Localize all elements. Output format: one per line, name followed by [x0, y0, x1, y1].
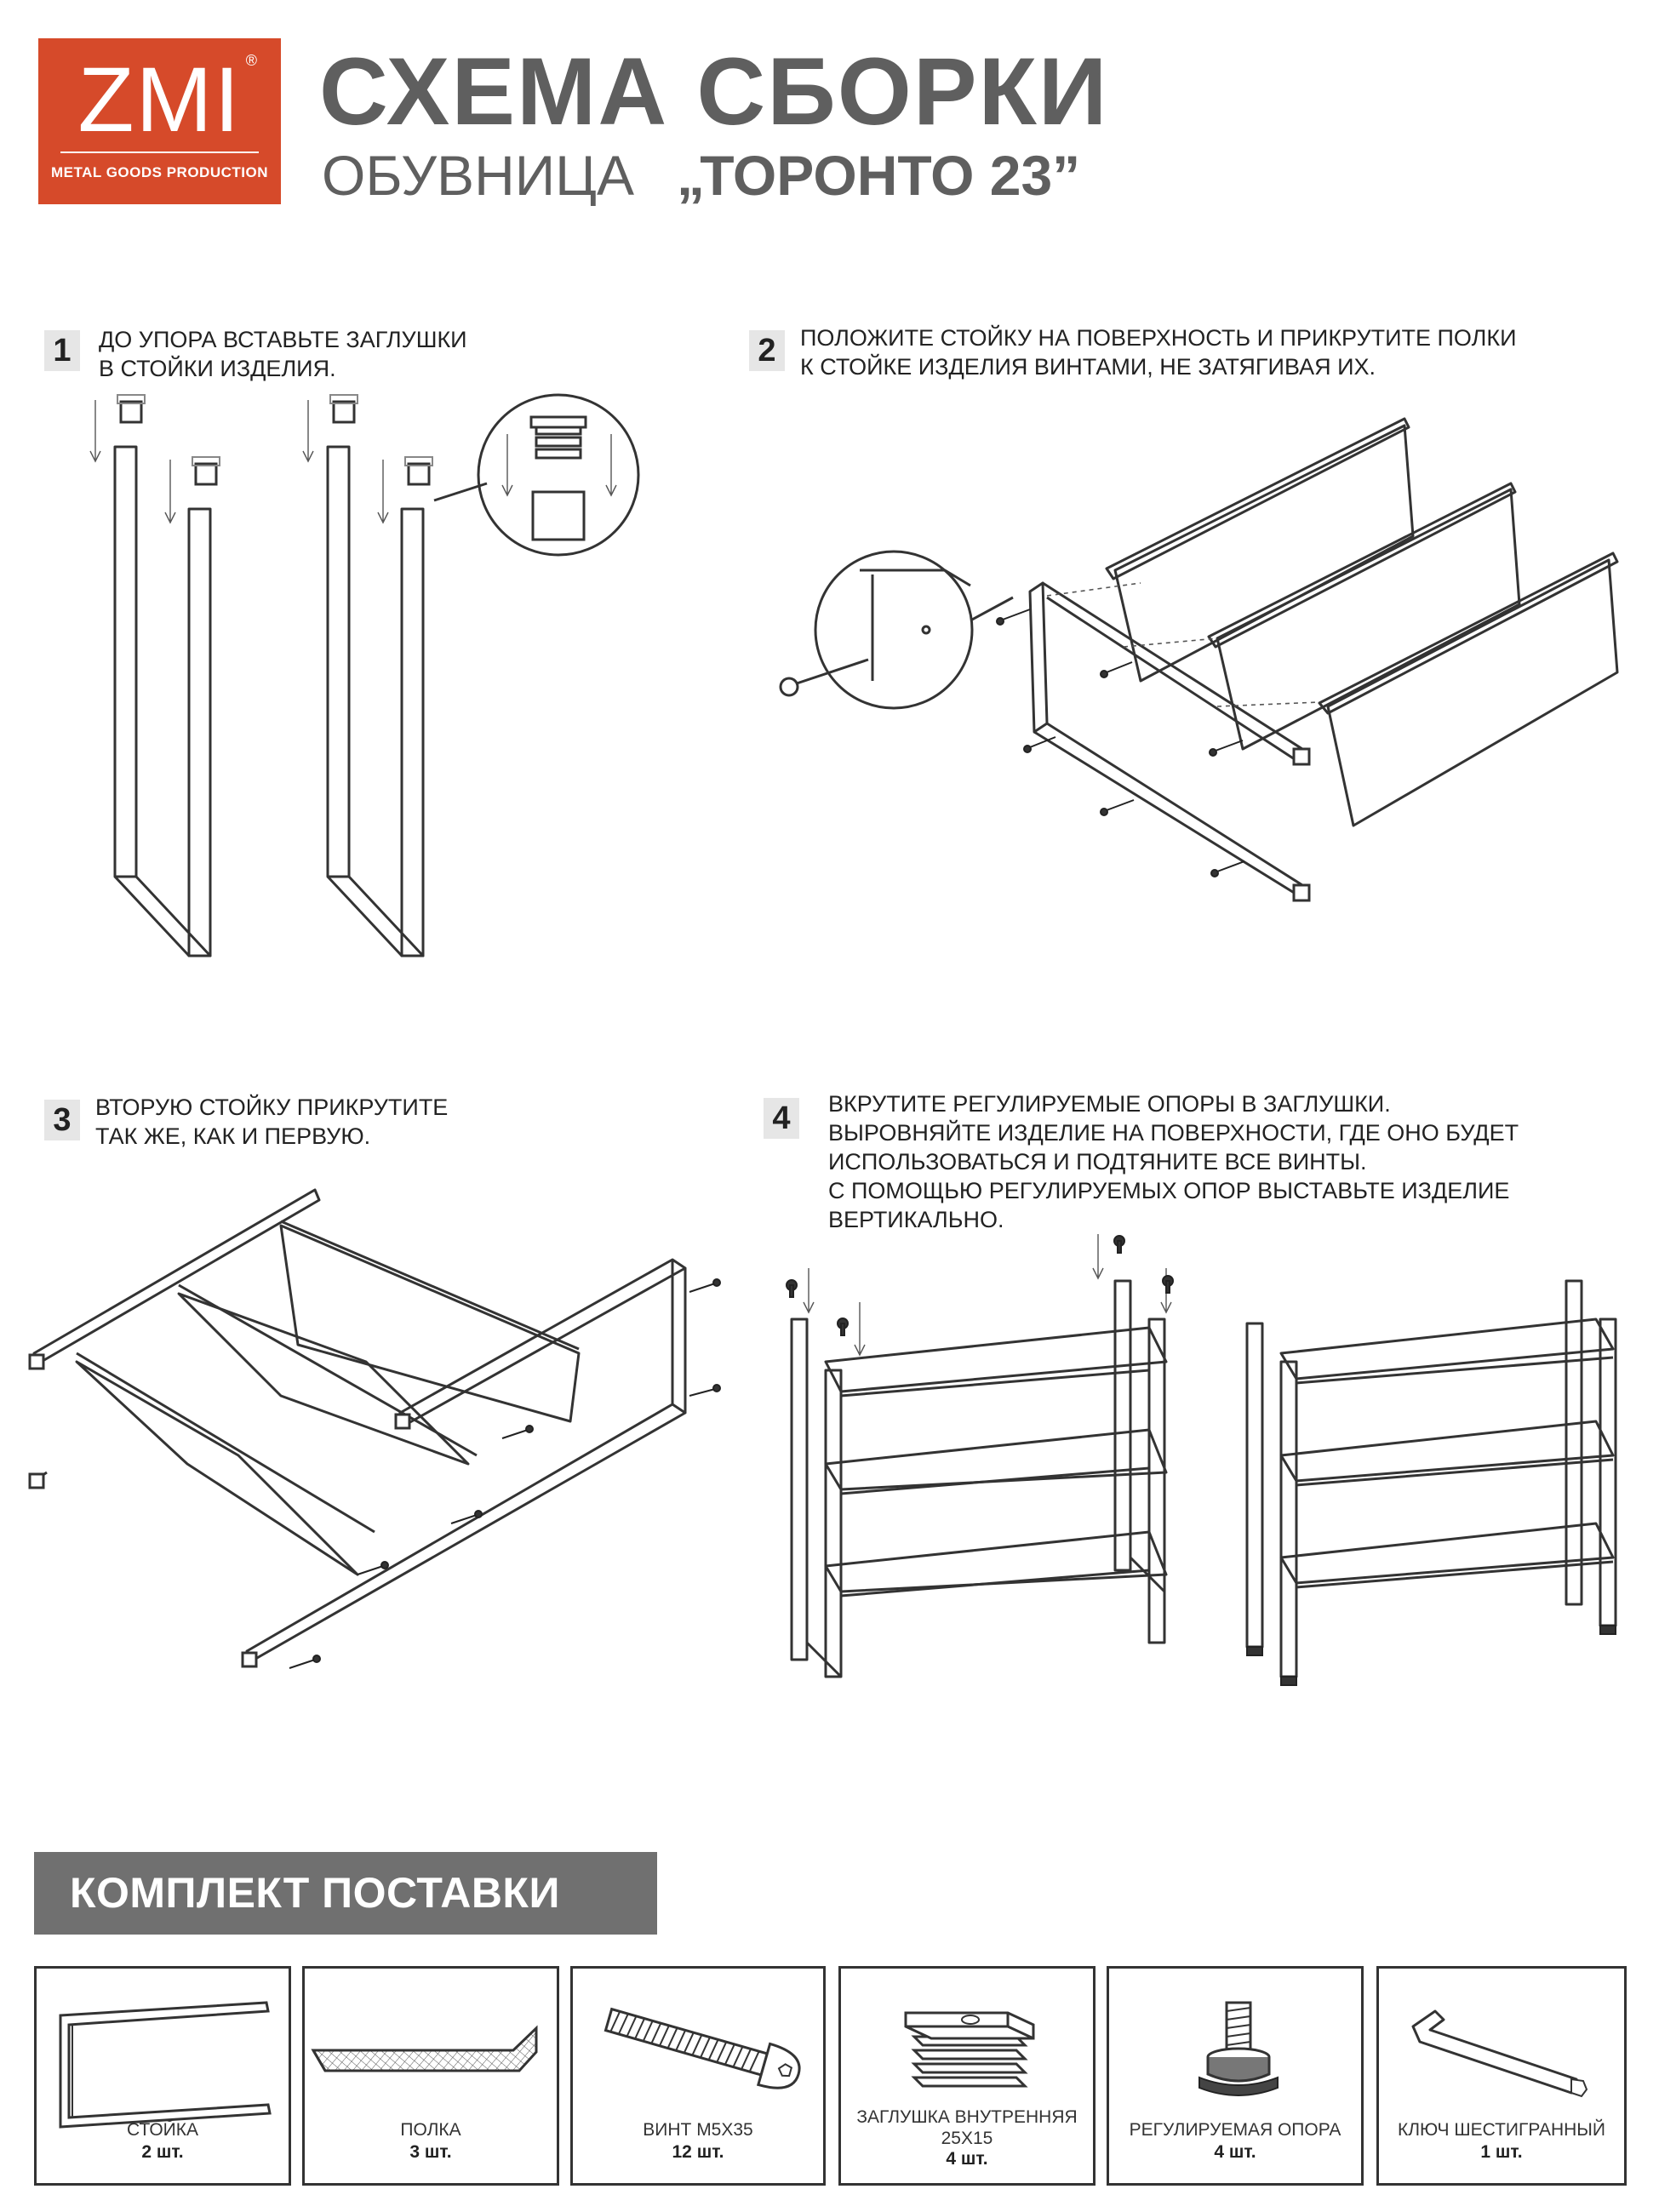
shoe-rack-before-feet [786, 1234, 1174, 1678]
mesh-shelf [1207, 482, 1521, 751]
kit-item-name: КЛЮЧ ШЕСТИГРАННЫЙ [1397, 2120, 1605, 2140]
screws [996, 609, 1245, 877]
kit-item-name: ПОЛКА [400, 2120, 461, 2140]
screw-detail-callout [779, 550, 1014, 710]
kit-item-shelf: ПОЛКА 3 шт. [302, 1966, 559, 2186]
kit-item-inner-plug: ЗАГЛУШКА ВНУТРЕННЯЯ 25х15 4 шт. [838, 1966, 1096, 2186]
mesh-shelf [1318, 552, 1619, 827]
kit-item-qty: 4 шт. [1214, 2142, 1256, 2162]
logo-registered-mark: ® [245, 52, 257, 69]
logo-divider [60, 151, 259, 153]
logo-brand-text: ZMI [77, 48, 242, 151]
kit-item-qty: 3 шт. [409, 2142, 452, 2162]
step-4-text: ВКРУТИТЕ РЕГУЛИРУЕМЫЕ ОПОРЫ В ЗАГЛУШКИ. … [828, 1091, 1519, 1232]
step-2-number: 2 [749, 330, 785, 371]
mesh-shelf-icon [311, 2025, 538, 2072]
screws [289, 1278, 721, 1669]
second-stand [241, 1258, 687, 1668]
screw-icon [604, 2007, 801, 2089]
plug-detail-callout [433, 393, 640, 557]
mesh-shelf [1105, 417, 1415, 683]
frame-stand-icon [59, 2001, 272, 2129]
step-2-illustration [779, 417, 1619, 902]
kit-item-name: ЗАГЛУШКА ВНУТРЕННЯЯ 25х15 [856, 2107, 1078, 2148]
step-1-number: 1 [44, 330, 80, 371]
inner-plug-icon [904, 2011, 1035, 2088]
step-4-number: 4 [764, 1098, 799, 1139]
brand-logo: ZMI ® METAL GOODS PRODUCTION [38, 38, 281, 204]
stand-frame-a [113, 445, 212, 957]
kit-item-qty: 1 шт. [1480, 2142, 1523, 2162]
plugs-and-arrows [89, 394, 433, 524]
kit-section-title: КОМПЛЕКТ ПОСТАВКИ [34, 1852, 657, 1935]
kit-item-screw: ВИНТ М5х35 12 шт. [570, 1966, 826, 2186]
stand-frame [1028, 581, 1320, 902]
logo-subtitle: METAL GOODS PRODUCTION [51, 164, 268, 180]
adjustable-foot-icon [1198, 2001, 1279, 2096]
stand-frame-b [326, 445, 425, 957]
page-subtitle: ОБУВНИЦА „ТОРОНТО 23” [322, 143, 1080, 208]
step-3-text: ВТОРУЮ СТОЙКУ ПРИКРУТИТЕ ТАК ЖЕ, КАК И П… [95, 1095, 449, 1149]
hex-key-icon [1411, 2009, 1588, 2098]
kit-item-qty: 2 шт. [141, 2142, 184, 2162]
kit-item-name: РЕГУЛИРУЕМАЯ ОПОРА [1129, 2120, 1342, 2140]
product-type: ОБУВНИЦА [322, 144, 635, 207]
mesh-shelf [177, 1283, 478, 1466]
mesh-shelf [279, 1220, 581, 1423]
step-1-illustration [89, 393, 640, 957]
kit-item-adjustable-foot: РЕГУЛИРУЕМАЯ ОПОРА 4 шт. [1107, 1966, 1364, 2186]
page-title: СХЕМА СБОРКИ [319, 38, 1109, 145]
first-stand [28, 1188, 321, 1489]
product-name: „ТОРОНТО 23” [677, 144, 1081, 207]
kit-item-name: СТОЙКА [126, 2120, 199, 2140]
shoe-rack-assembled [1245, 1279, 1617, 1686]
step-4-illustration [786, 1234, 1617, 1686]
kit-item-qty: 12 шт. [672, 2142, 724, 2162]
step-3-number: 3 [44, 1100, 80, 1140]
kit-item-name: ВИНТ М5х35 [643, 2120, 753, 2140]
step-1-text: ДО УПОРА ВСТАВЬТЕ ЗАГЛУШКИ В СТОЙКИ ИЗДЕ… [99, 327, 467, 381]
mesh-shelf [75, 1352, 375, 1576]
step-2-text: ПОЛОЖИТЕ СТОЙКУ НА ПОВЕРХНОСТЬ И ПРИКРУТ… [800, 325, 1517, 380]
step-3-illustration [28, 1188, 721, 1669]
kit-item-qty: 4 шт. [946, 2149, 988, 2169]
kit-item-stand: СТОЙКА 2 шт. [34, 1966, 291, 2186]
kit-item-hex-key: КЛЮЧ ШЕСТИГРАННЫЙ 1 шт. [1376, 1966, 1627, 2186]
